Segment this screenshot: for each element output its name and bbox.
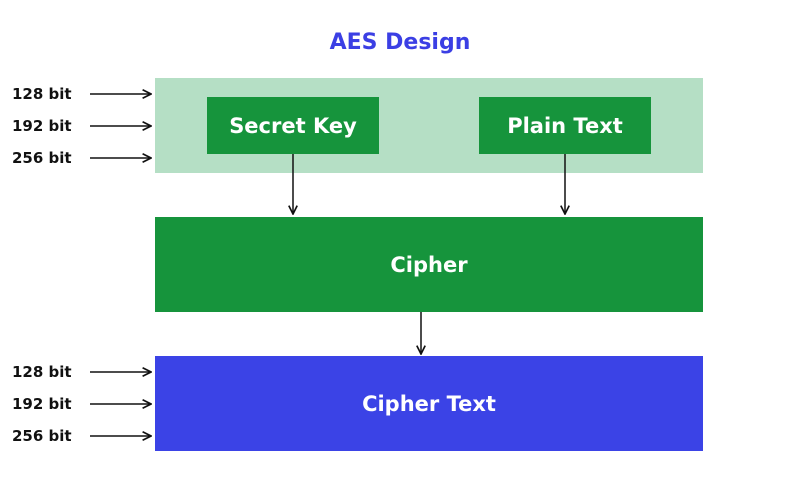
input-key-size-label: 192 bit — [12, 117, 72, 135]
input-key-size-label: 128 bit — [12, 85, 72, 103]
secret-key-box: Secret Key — [207, 97, 379, 154]
output-key-size-label: 256 bit — [12, 427, 72, 445]
output-key-size-label: 192 bit — [12, 395, 72, 413]
cipher-text-box: Cipher Text — [155, 356, 703, 451]
diagram-title: AES Design — [329, 30, 471, 55]
input-key-size-label: 256 bit — [12, 149, 72, 167]
output-key-size-label: 128 bit — [12, 363, 72, 381]
cipher-box: Cipher — [155, 217, 703, 312]
plain-text-box: Plain Text — [479, 97, 651, 154]
